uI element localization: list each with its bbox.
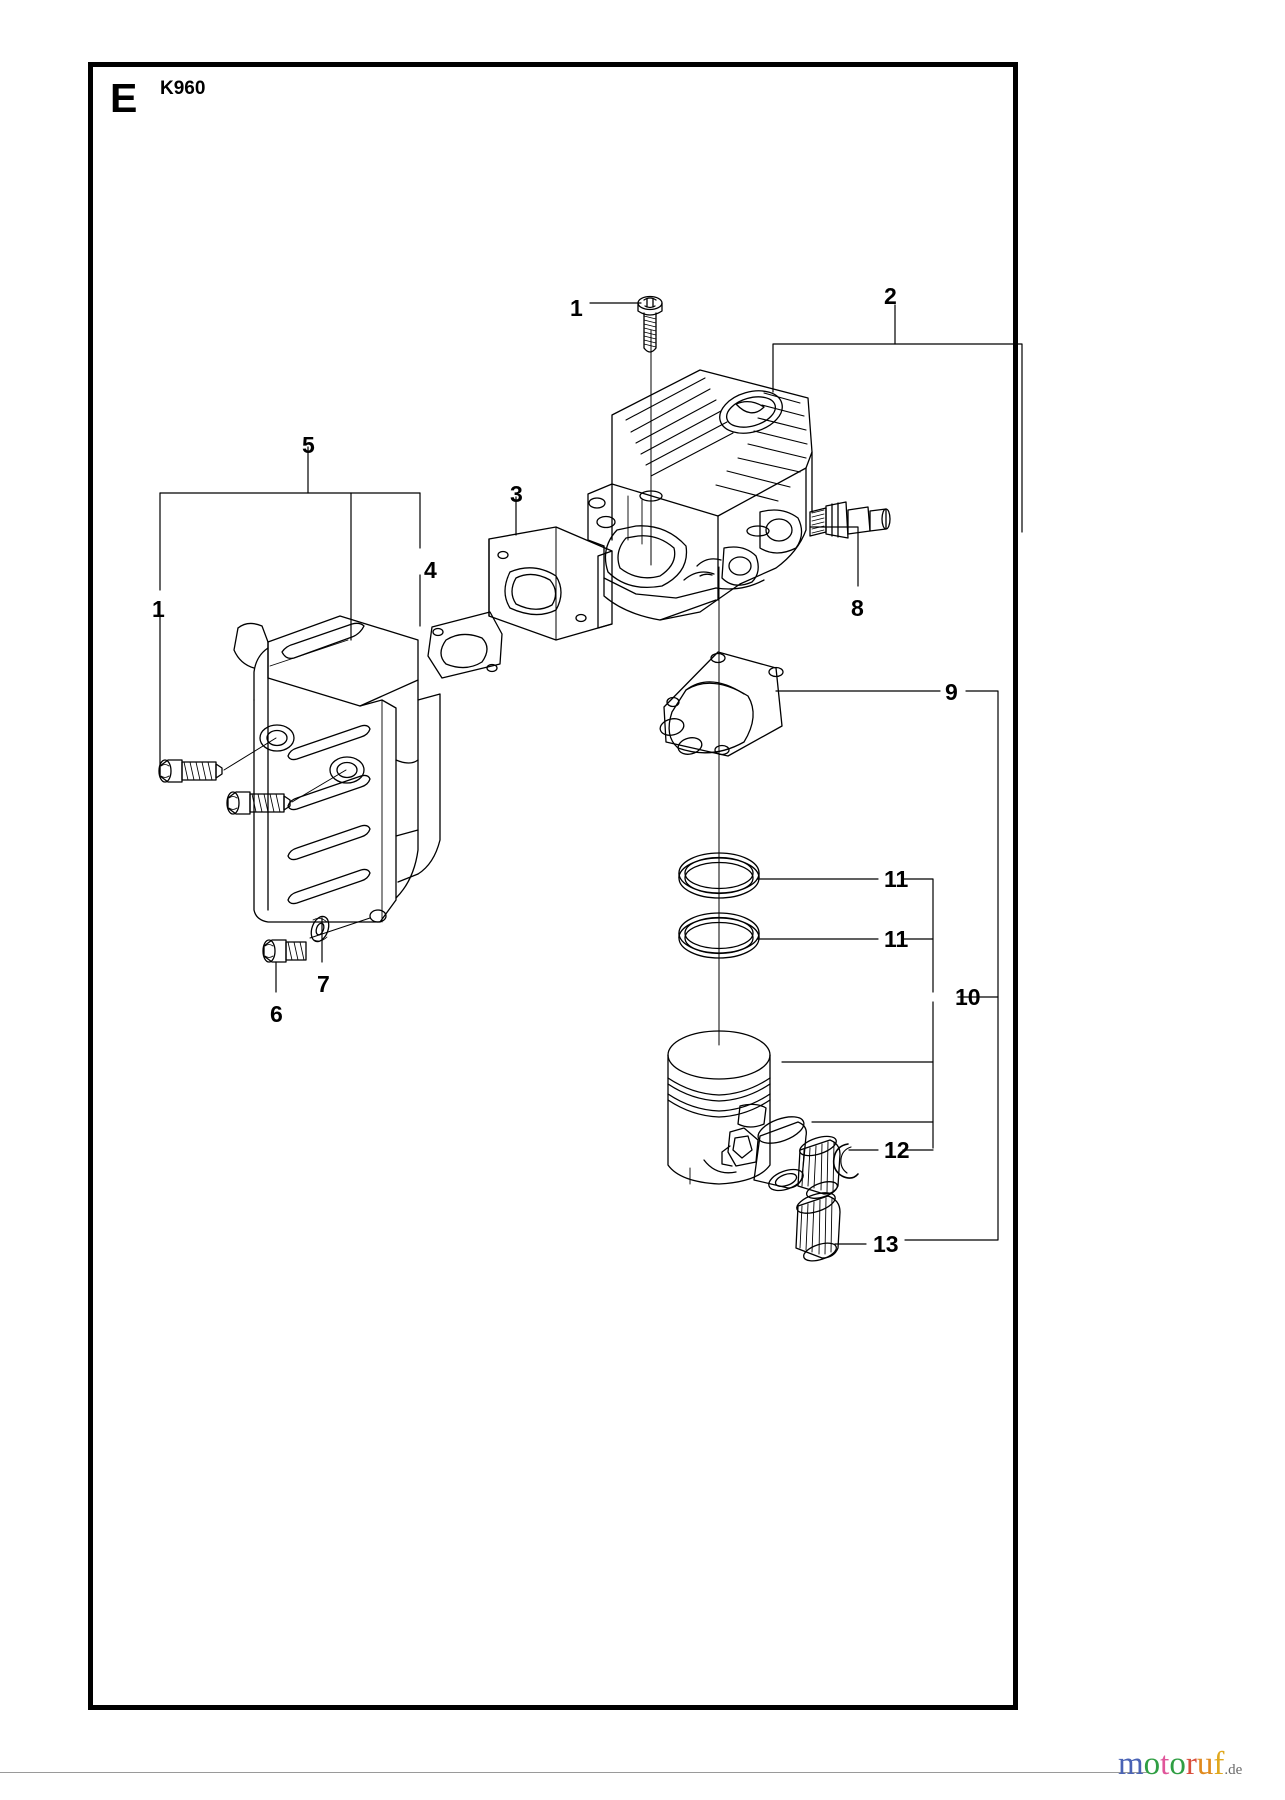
callout-5: 5 bbox=[302, 432, 315, 458]
callout-11-upper: 11 bbox=[884, 866, 909, 892]
watermark-letter-6: f bbox=[1213, 1746, 1225, 1782]
watermark-letter-4: r bbox=[1185, 1746, 1197, 1782]
callout-3: 3 bbox=[510, 481, 523, 507]
callout-8: 8 bbox=[851, 595, 864, 621]
callout-10: 10 bbox=[955, 984, 981, 1010]
section-letter: E bbox=[110, 75, 138, 121]
callout-9: 9 bbox=[945, 679, 958, 705]
watermark-rule bbox=[0, 1772, 1148, 1773]
watermark-suffix: .de bbox=[1224, 1762, 1243, 1778]
watermark-letter-3: o bbox=[1169, 1746, 1186, 1782]
callout-13: 13 bbox=[873, 1231, 899, 1257]
watermark-letter-0: m bbox=[1118, 1746, 1144, 1782]
callout-12: 12 bbox=[884, 1137, 910, 1163]
callout-7: 7 bbox=[317, 971, 330, 997]
callout-11-lower: 11 bbox=[884, 926, 909, 952]
callout-1-left: 1 bbox=[152, 596, 165, 622]
callout-4: 4 bbox=[424, 557, 437, 583]
watermark: motoruf.de bbox=[1118, 1748, 1242, 1781]
callout-1-top: 1 bbox=[570, 295, 583, 321]
diagram-plate-border bbox=[88, 62, 1018, 1710]
watermark-letter-2: t bbox=[1160, 1746, 1170, 1782]
model-label: K960 bbox=[160, 78, 206, 99]
callout-6: 6 bbox=[270, 1001, 283, 1027]
watermark-letter-5: u bbox=[1196, 1746, 1214, 1782]
watermark-letter-1: o bbox=[1143, 1746, 1161, 1782]
callout-2: 2 bbox=[884, 283, 897, 309]
